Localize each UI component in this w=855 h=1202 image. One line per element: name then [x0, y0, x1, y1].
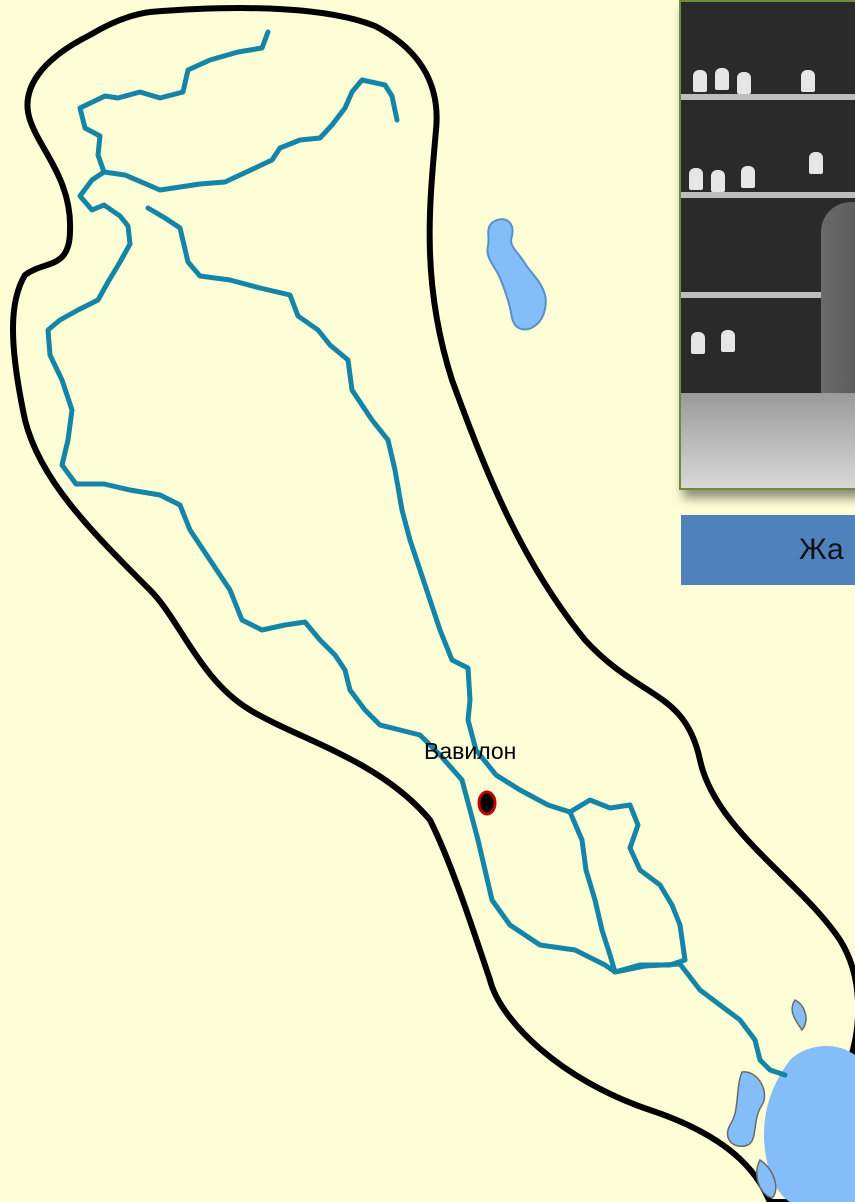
caption-bar: Жа — [681, 515, 855, 585]
photo-shelf — [681, 292, 855, 298]
photo-artifact — [741, 166, 755, 188]
photo-shelf — [681, 94, 855, 100]
marsh-water — [726, 999, 807, 1199]
river-tigris — [101, 77, 400, 193]
photo-desk — [681, 393, 855, 488]
lake-water — [486, 218, 547, 331]
photo-artifact — [721, 330, 735, 352]
river-shatt — [612, 961, 788, 1078]
river-euphrates-upper — [45, 29, 271, 487]
photo-artifact — [801, 70, 815, 92]
photo-artifact — [737, 72, 751, 94]
photo-person — [821, 202, 855, 422]
caption-text: Жа — [799, 533, 844, 566]
photo-artifact — [693, 70, 707, 92]
photo-artifact — [711, 170, 725, 192]
city-label-babylon: Вавилон — [424, 738, 517, 764]
river-canal — [567, 809, 618, 975]
photo-artifact — [809, 152, 823, 174]
gulf-water — [764, 1045, 855, 1202]
photo-artifact — [689, 168, 703, 190]
river-tigris-main — [145, 205, 688, 975]
river-euphrates-lower — [101, 481, 618, 975]
photo-artifact — [691, 332, 705, 354]
photo-shelf — [681, 192, 855, 198]
region-outline — [10, 5, 855, 1202]
archive-photo-image — [679, 0, 855, 490]
photo-artifact — [715, 68, 729, 90]
babylon-city-marker — [477, 790, 497, 816]
